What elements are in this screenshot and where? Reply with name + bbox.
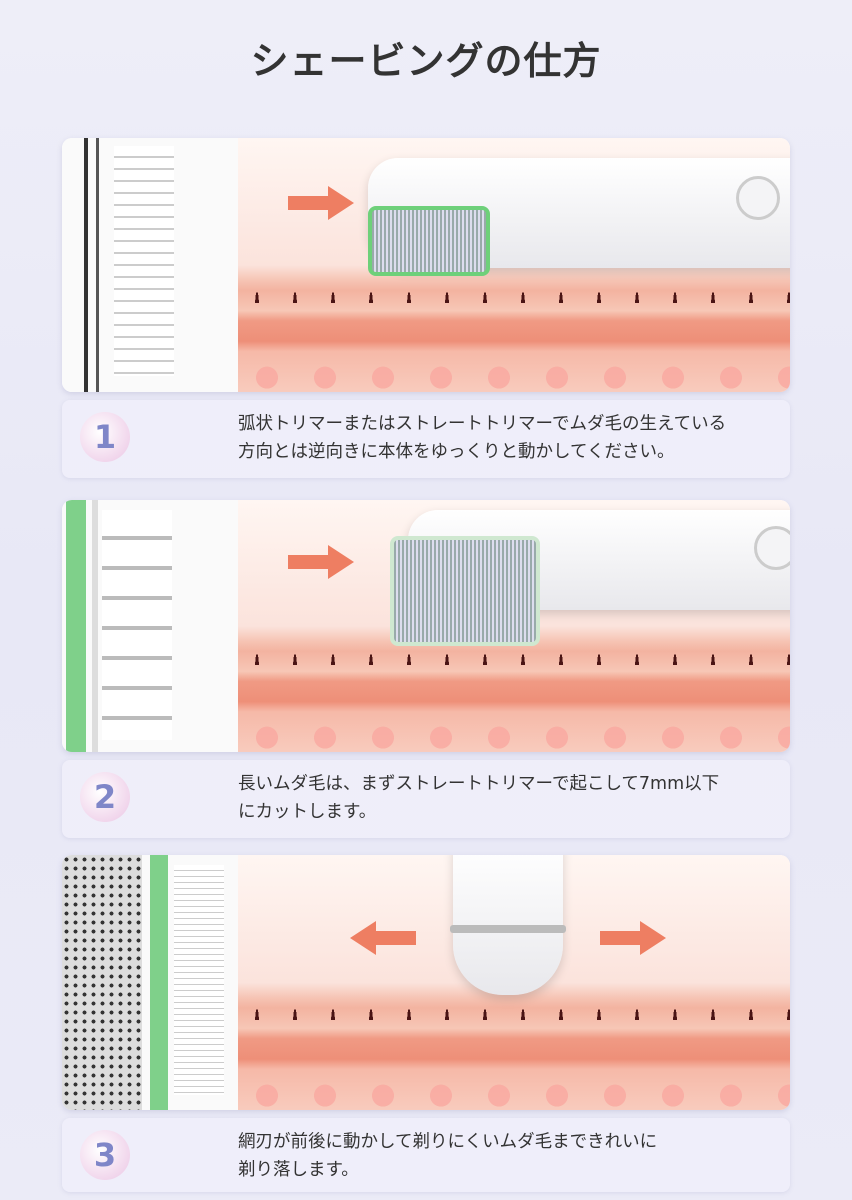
step-text: 網刃が前後に動かして剃りにくいムダ毛まできれいに	[238, 1132, 658, 1152]
straight-trimmer-head	[390, 536, 540, 646]
arrow-left-icon	[350, 921, 416, 955]
step-2-note: 2 長いムダ毛は、まずストレートトリマーで起こして7mm以下 にカットします。	[62, 760, 790, 838]
foil-blade-closeup	[62, 855, 238, 1110]
power-button-icon	[736, 176, 780, 220]
step-text: 長いムダ毛は、まずストレートトリマーで起こして7mm以下	[238, 774, 720, 794]
page-title: シェービングの仕方	[250, 39, 602, 83]
power-button-icon	[754, 526, 790, 570]
step-number: 2	[80, 772, 130, 822]
step-number: 3	[80, 1130, 130, 1180]
step-1-illustration	[62, 138, 790, 392]
curved-trimmer-closeup	[62, 138, 238, 392]
step-number: 1	[80, 412, 130, 462]
step-3-note: 3 網刃が前後に動かして剃りにくいムダ毛まできれいに 剃り落します。	[62, 1118, 790, 1192]
step-3-illustration	[62, 855, 790, 1110]
arrow-right-icon	[288, 545, 354, 579]
step-text: 剃り落します。	[238, 1160, 359, 1180]
step-text: 弧状トリマーまたはストレートトリマーでムダ毛の生えている	[238, 414, 727, 434]
straight-trimmer-closeup	[62, 500, 238, 752]
arrow-right-icon	[288, 186, 354, 220]
skin-cross-section	[238, 500, 790, 752]
skin-cross-section	[238, 855, 790, 1110]
step-2-illustration	[62, 500, 790, 752]
step-text: にカットします。	[238, 802, 377, 822]
curved-trimmer-head	[368, 206, 490, 276]
step-1-note: 1 弧状トリマーまたはストレートトリマーでムダ毛の生えている 方向とは逆向きに本…	[62, 400, 790, 478]
skin-cross-section	[238, 138, 790, 392]
step-text: 方向とは逆向きに本体をゆっくりと動かしてください。	[238, 442, 675, 462]
arrow-right-icon	[600, 921, 666, 955]
